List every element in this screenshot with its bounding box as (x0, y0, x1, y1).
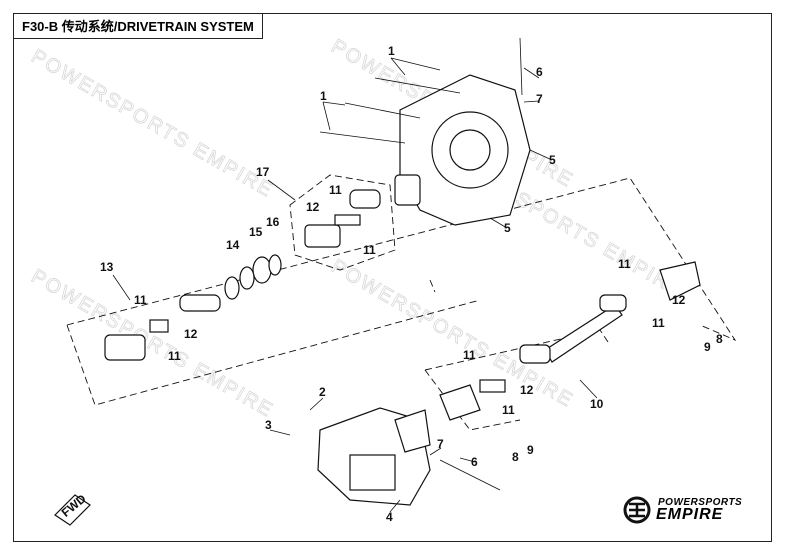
callout-11: 11 (463, 348, 476, 362)
front-universal-joint (104, 294, 221, 361)
callout-1: 1 (388, 44, 395, 58)
callout-3: 3 (265, 418, 272, 432)
empire-emblem-icon (623, 496, 651, 524)
rear-differential (317, 407, 501, 506)
callout-8: 8 (716, 332, 723, 346)
callout-6: 6 (536, 65, 543, 79)
callout-11: 11 (329, 183, 342, 197)
callout-4: 4 (386, 510, 393, 524)
callout-17: 17 (256, 165, 270, 179)
callout-2: 2 (319, 385, 326, 399)
front-yoke-assembly (289, 174, 396, 271)
callout-11: 11 (168, 349, 181, 363)
seals (224, 254, 282, 300)
bolts (319, 37, 523, 144)
callout-1: 1 (320, 89, 327, 103)
callout-14: 14 (226, 238, 240, 252)
callouts: 1 1 6 7 5 5 17 11 12 11 16 15 14 13 11 1… (100, 44, 723, 524)
callout-12: 12 (672, 293, 686, 307)
svg-text:POWERSPORTS EMPIRE: POWERSPORTS EMPIRE (28, 45, 278, 202)
callout-10: 10 (590, 397, 604, 411)
callout-12: 12 (520, 383, 534, 397)
callout-16: 16 (266, 215, 280, 229)
fwd-arrow-icon: FWD (54, 491, 91, 526)
diagram-frame (13, 13, 772, 542)
drive-shaft (519, 261, 701, 364)
callout-7: 7 (437, 437, 444, 451)
callout-11: 11 (134, 293, 147, 307)
assembly-outline (66, 177, 737, 406)
logo-line-1: POWERSPORTS (658, 497, 743, 508)
callout-12: 12 (184, 327, 198, 341)
page-title: F30-B 传动系统/DRIVETRAIN SYSTEM (13, 13, 263, 39)
callout-5: 5 (549, 153, 556, 167)
callout-11: 11 (618, 257, 631, 271)
rear-yoke-assembly (439, 379, 506, 421)
callout-11: 11 (652, 316, 665, 330)
callout-13: 13 (100, 260, 114, 274)
callout-11: 11 (363, 243, 376, 257)
callout-12: 12 (306, 200, 320, 214)
front-differential (394, 74, 531, 226)
brand-logo: POWERSPORTS EMPIRE (620, 495, 770, 525)
logo-line-2: EMPIRE (656, 506, 724, 523)
callout-9: 9 (527, 443, 534, 457)
callout-5: 5 (504, 221, 511, 235)
svg-text:POWERSPORTS EMPIRE: POWERSPORTS EMPIRE (28, 265, 278, 422)
svg-text:POWERSPORTS EMPIRE: POWERSPORTS EMPIRE (328, 255, 578, 412)
watermark: POWERSPORTS EMPIRE POWERSPORTS EMPIRE PO… (27, 35, 688, 423)
callout-6: 6 (471, 455, 478, 469)
callout-leaders (112, 57, 598, 513)
callout-8: 8 (512, 450, 519, 464)
callout-11: 11 (502, 403, 515, 417)
callout-7: 7 (536, 92, 543, 106)
callout-15: 15 (249, 225, 263, 239)
callout-9: 9 (704, 340, 711, 354)
